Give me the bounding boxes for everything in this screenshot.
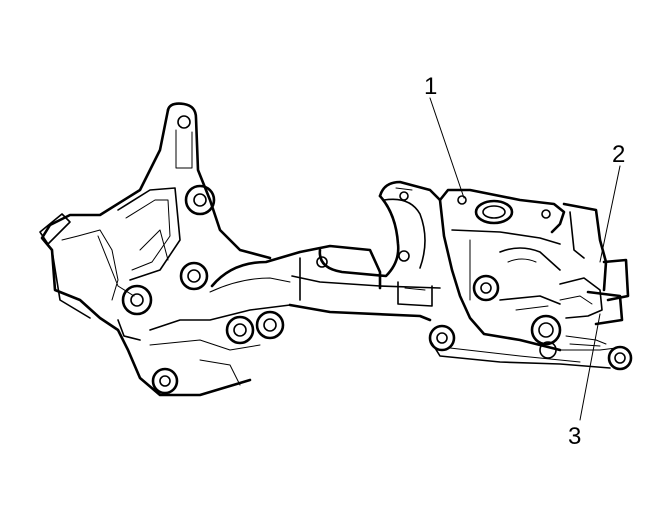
callout-2: 2 <box>612 141 625 168</box>
leader-line-3 <box>579 313 601 421</box>
leader-line-1 <box>429 97 465 199</box>
left-mount-bracket <box>39 102 291 397</box>
callout-1: 1 <box>424 73 437 100</box>
callout-leaders <box>429 97 621 421</box>
leader-line-2 <box>599 165 621 263</box>
callout-3: 3 <box>568 423 581 450</box>
center-beam <box>209 180 442 322</box>
right-housing <box>428 188 633 371</box>
